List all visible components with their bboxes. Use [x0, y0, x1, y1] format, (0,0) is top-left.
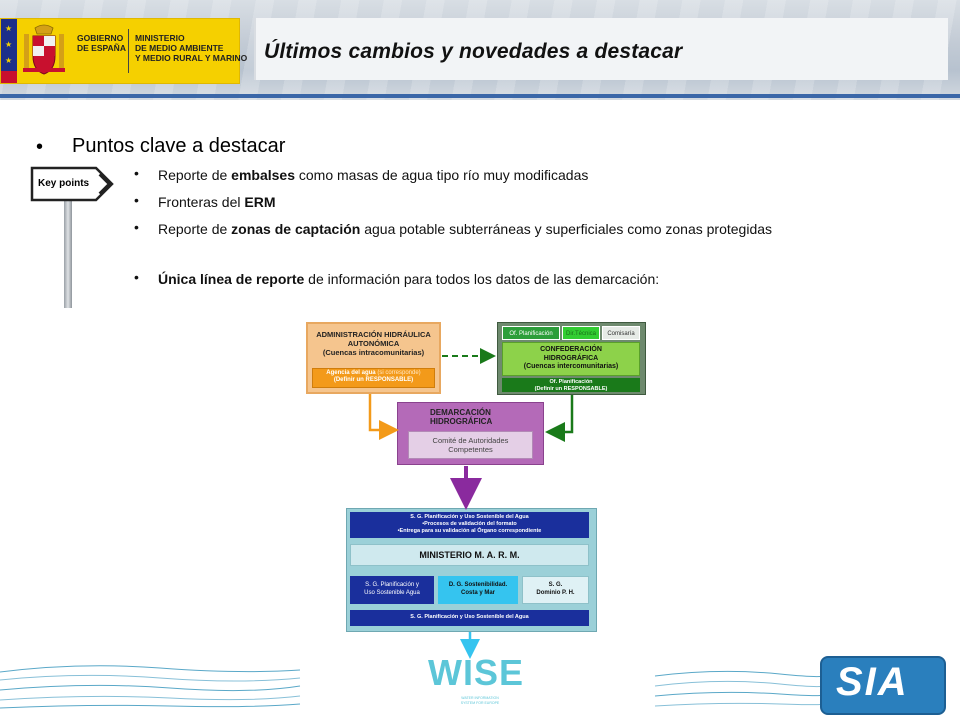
sg-planificacion-top-box [350, 512, 589, 538]
admin-hidraulica-title: ADMINISTRACIÓN HIDRÁULICA AUTONÓMICA (Cu… [316, 330, 431, 357]
sg-dominio-box [522, 576, 589, 604]
sia-logo-text: SIA [836, 660, 909, 704]
star-icon: ★ [5, 40, 13, 49]
tab-planificacion: Of. Planificación [502, 326, 560, 340]
bullet-bold-text: Única línea de reporte [158, 271, 305, 287]
bullet-text: agua potable subterráneas y superficiale… [360, 221, 773, 237]
oficina-planificacion-text: Of. Planificación (Definir un RESPONSABL… [534, 379, 608, 392]
arrow-admin-to-demarcacion [368, 394, 399, 440]
sg-planificacion-bottom-text: S. G. Planificación y Uso Sostenible del… [410, 614, 529, 620]
sg-planificacion-top-text: S. G. Planificación y Uso Sostenible del… [397, 514, 542, 534]
government-logo: ★ ★ ★ GOBIERNO DE ESPAÑA MINISTERIO DE M… [0, 18, 247, 84]
ministerio-box [350, 544, 589, 566]
oficina-planificacion-box [502, 378, 640, 392]
title-panel [254, 18, 948, 80]
ministerio-text: MINISTERIO DE MEDIO AMBIENTE Y MEDIO RUR… [135, 33, 248, 63]
coat-of-arms-icon [23, 24, 65, 75]
tab-comisaria: Comisaría [602, 326, 640, 340]
decorative-waves-right [654, 670, 826, 707]
bullet-icon: • [134, 269, 139, 285]
bullet-item-zonas-captacion: Reporte de zonas de captación agua potab… [158, 219, 898, 239]
agencia-sub-label: (Definir un RESPONSABLE) [333, 377, 414, 383]
confederacion-box [502, 342, 640, 376]
bullet-text: de información para todos los datos de l… [304, 271, 660, 287]
bullet-text: Reporte de [158, 167, 232, 183]
wise-logo: WISE [428, 652, 525, 693]
agencia-paren-label: (si corresponde) [375, 370, 421, 376]
sg-planificacion-box [350, 576, 434, 604]
slide-title: Últimos cambios y novedades a destacar [264, 40, 683, 63]
sg-planificacion-bottom-box [350, 610, 589, 626]
bullet-item-embalses: Reporte de embalses como masas de agua t… [158, 165, 898, 185]
main-bullet-text: Puntos clave a destacar [72, 135, 286, 157]
sg-planificacion-text: S. G. Planificación y Uso Sostenible Agu… [364, 582, 420, 596]
tab-direccion-tecnica: Dir.Técnica [562, 326, 600, 340]
bullet-bold-text: embalses [231, 167, 295, 183]
dg-sostenibilidad-text: D. G. Sostenibilidad. Costa y Mar [448, 582, 508, 596]
demarcacion-title: DEMARCACIÓN HIDROGRÁFICA [430, 408, 493, 426]
agencia-agua-text: Agencia del agua (si corresponde)(Defini… [314, 370, 433, 384]
bullet-item-fronteras: Fronteras del ERM [158, 192, 898, 212]
bullet-item-linea-reporte: Única línea de reporte de información pa… [158, 269, 898, 289]
bullet-text: Reporte de [158, 221, 232, 237]
dg-sostenibilidad-box [438, 576, 518, 604]
decorative-waves-left [0, 665, 301, 709]
sign-label: Key points [38, 178, 90, 189]
wise-logo-subtitle: WATER INFORMATION SYSTEM FOR EUROPE [460, 696, 500, 705]
bullet-icon: • [134, 165, 139, 181]
sign-post [64, 196, 72, 308]
ministerio-title: MINISTERIO M. A. R. M. [419, 550, 520, 560]
bullet-icon: • [134, 219, 139, 235]
comite-autoridades-box [408, 431, 533, 459]
key-points-sign-icon [30, 166, 114, 202]
bullet-icon: • [36, 136, 44, 158]
bullet-icon: • [134, 192, 139, 208]
comite-autoridades-text: Comité de Autoridades Competentes [432, 436, 509, 454]
star-icon: ★ [5, 24, 13, 33]
eu-flag-strip: ★ ★ ★ [1, 19, 17, 83]
bullet-text: como masas de agua tipo río muy modifica… [295, 167, 589, 183]
star-icon: ★ [5, 56, 13, 65]
agencia-agua-box [312, 368, 435, 388]
bullet-bold-text: ERM [244, 194, 276, 210]
agencia-main-label: Agencia del agua [326, 370, 376, 376]
confederacion-title: CONFEDERACIÓN HIDROGRÁFICA (Cuencas inte… [523, 346, 619, 370]
header-divider-line [0, 94, 960, 98]
arrow-confederacion-to-demarcacion [545, 395, 574, 442]
bullet-bold-text: zonas de captación [231, 221, 361, 237]
sia-logo [820, 656, 946, 715]
spain-flag-icon [1, 71, 17, 83]
sg-dominio-text: S. G. Dominio P. H. [536, 582, 575, 596]
bullet-text: Fronteras del [158, 194, 245, 210]
gobierno-text: GOBIERNO DE ESPAÑA [77, 33, 126, 53]
logo-divider [128, 29, 129, 73]
